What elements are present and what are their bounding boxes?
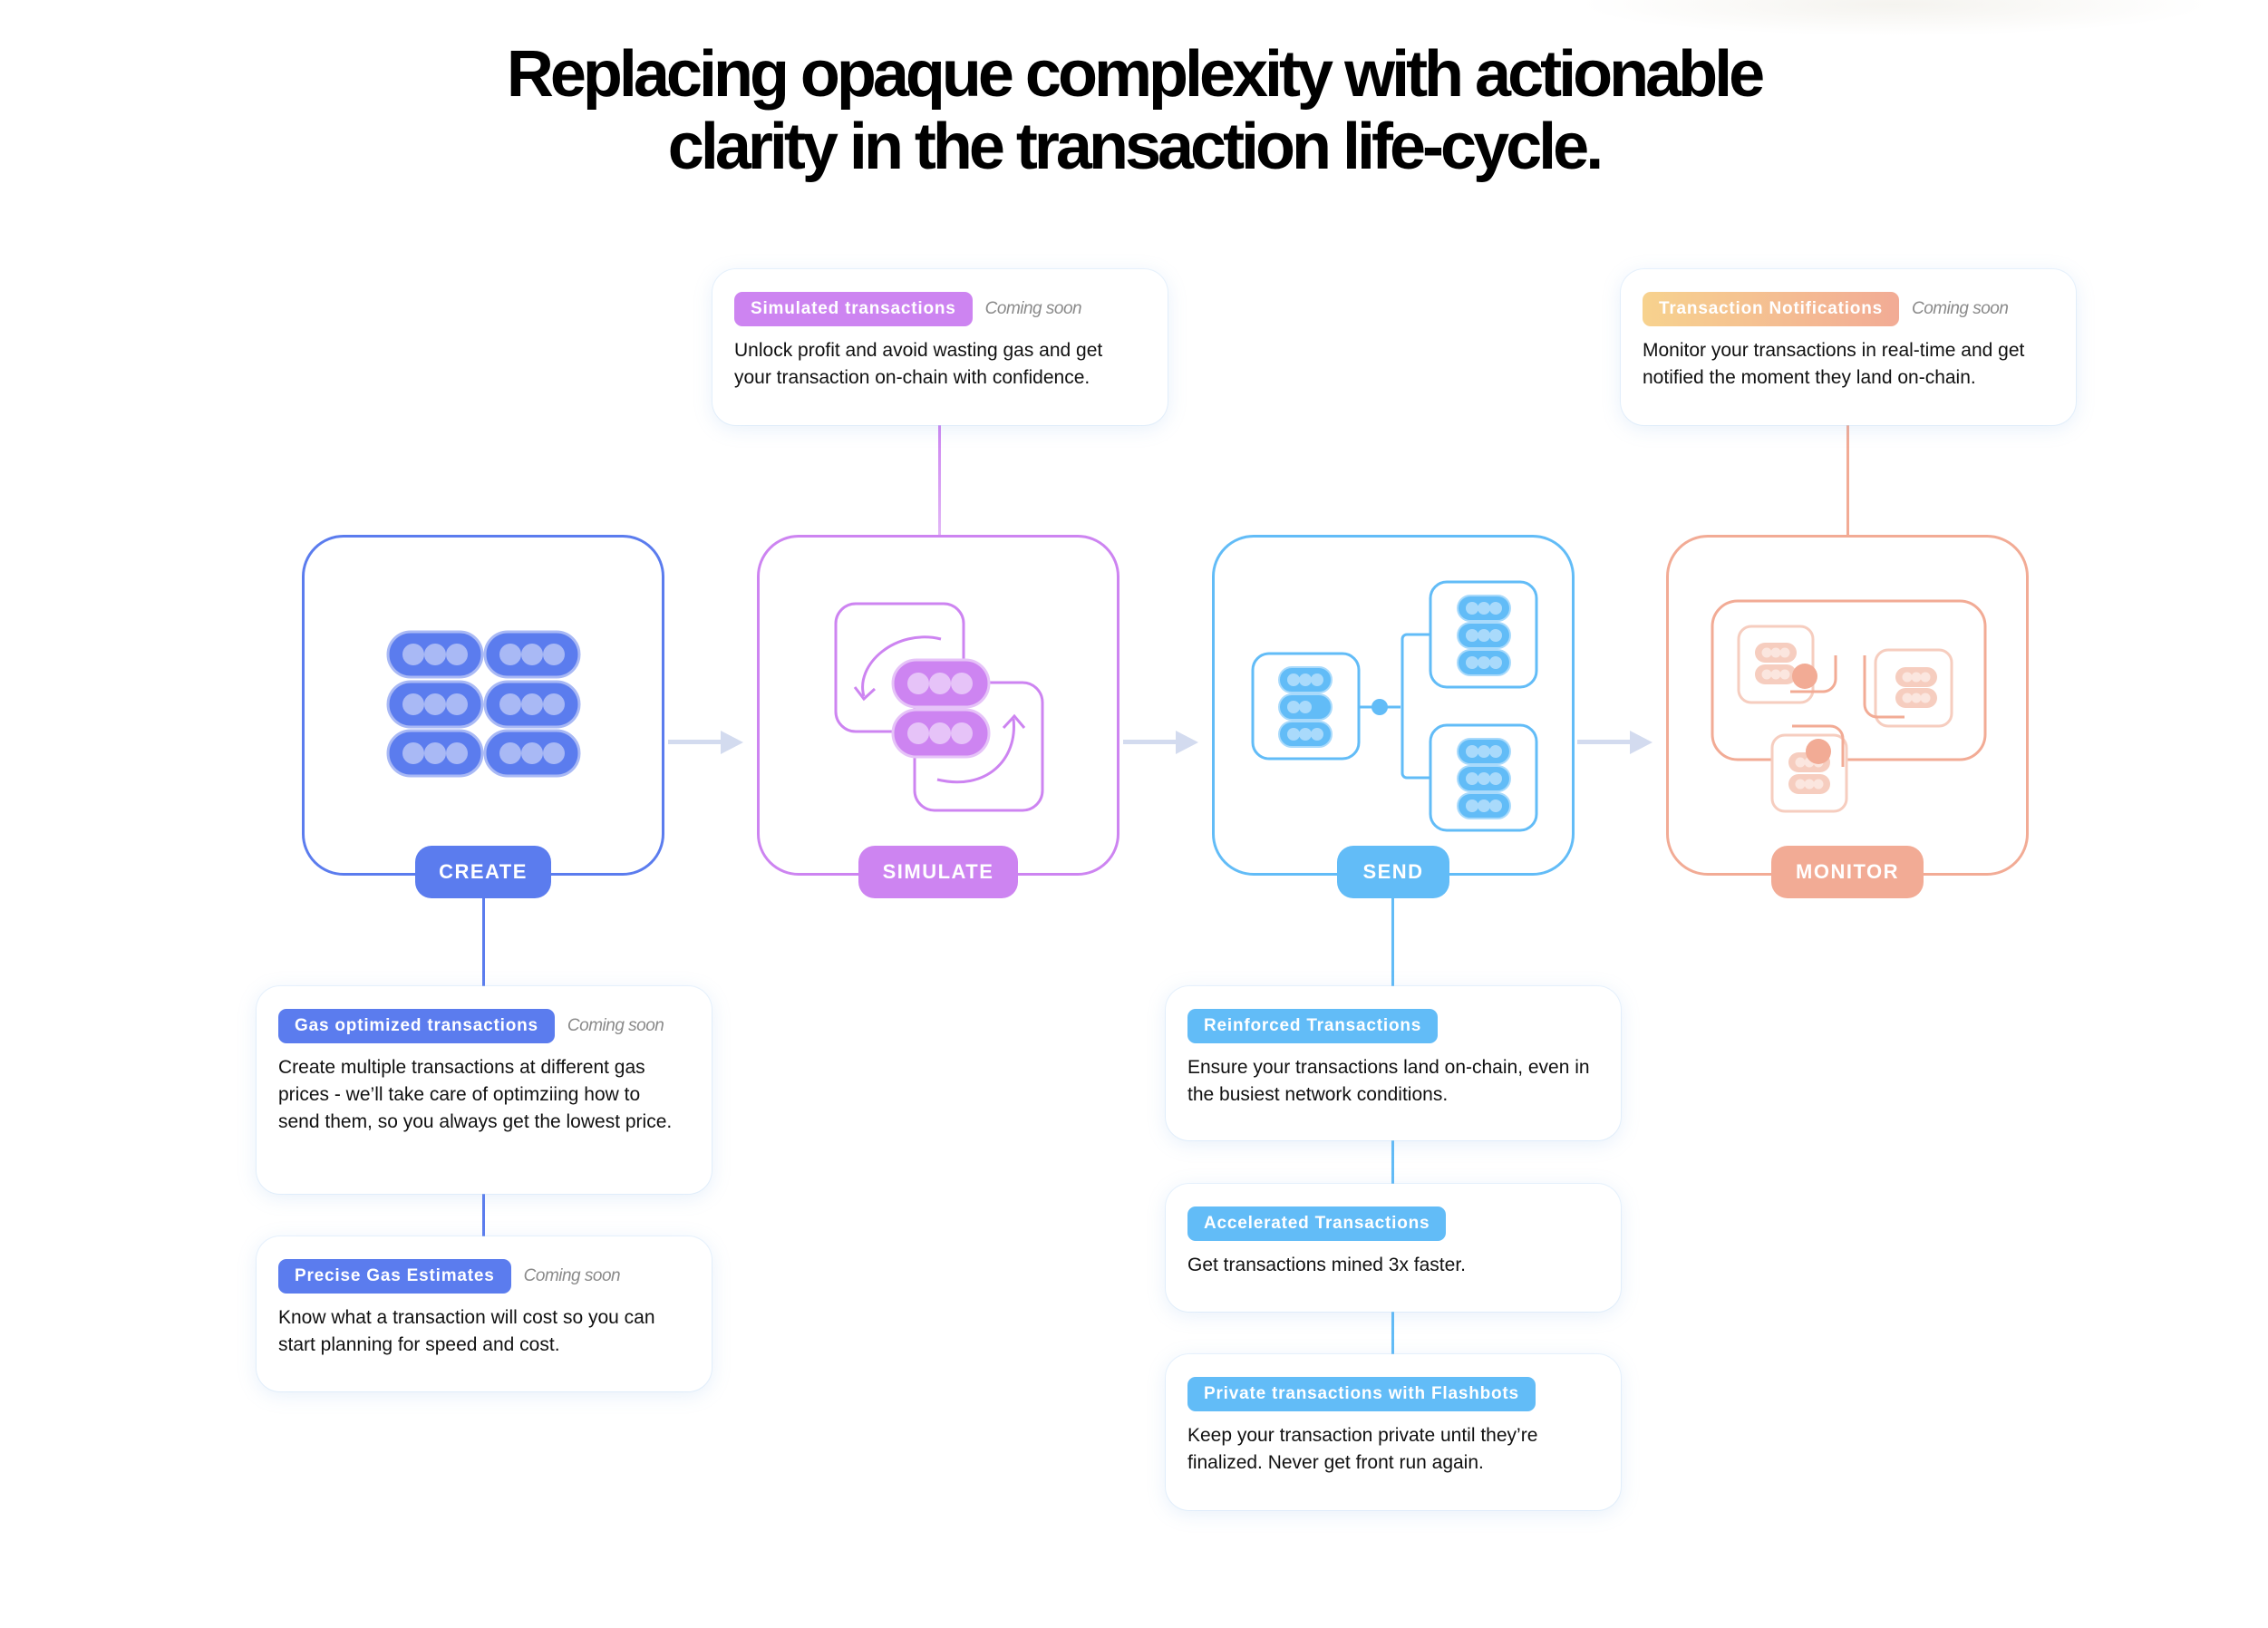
status-label: Coming soon [567, 1016, 664, 1035]
transaction-stack-icon [386, 630, 581, 778]
feature-tag: Reinforced Transactions [1187, 1009, 1439, 1043]
arrow-create-to-simulate [668, 731, 743, 754]
status-label: Coming soon [1911, 299, 2009, 318]
feature-description: Unlock profit and avoid wasting gas and … [734, 340, 1103, 388]
stage-badge-simulate[interactable]: SIMULATE [858, 846, 1018, 898]
status-label: Coming soon [984, 299, 1082, 318]
feature-tag: Precise Gas Estimates [278, 1259, 511, 1294]
feature-card-gas-optimized: Gas optimized transactions Coming soon C… [257, 986, 712, 1194]
connector-send-bottom [1391, 896, 1394, 986]
feature-card-gas-estimates: Precise Gas Estimates Coming soon Know w… [257, 1236, 712, 1391]
stage-send[interactable]: SEND [1212, 535, 1575, 898]
connector-create-cards [482, 1193, 485, 1236]
feature-description: Know what a transaction will cost so you… [278, 1307, 655, 1355]
send-network-icon [1251, 580, 1538, 832]
title-line-1: Replacing opaque complexity with actiona… [506, 38, 1765, 111]
feature-card-notifications: Transaction Notifications Coming soon Mo… [1621, 269, 2076, 425]
stage-badge-monitor[interactable]: MONITOR [1771, 846, 1924, 898]
feature-card-accelerated: Accelerated Transactions Get transaction… [1166, 1184, 1621, 1312]
feature-card-reinforced: Reinforced Transactions Ensure your tran… [1166, 986, 1621, 1140]
stage-badge-create[interactable]: CREATE [415, 846, 551, 898]
monitor-blocks-icon [1711, 599, 1987, 813]
feature-description: Keep your transaction private until they… [1187, 1425, 1538, 1473]
feature-description: Get transactions mined 3x faster. [1187, 1255, 1466, 1275]
connector-monitor-top [1846, 424, 1849, 537]
arrow-send-to-monitor [1577, 731, 1653, 754]
feature-card-private: Private transactions with Flashbots Keep… [1166, 1354, 1621, 1510]
connector-send-cards-1 [1391, 1140, 1394, 1184]
feature-tag: Simulated transactions [734, 292, 973, 326]
feature-tag: Gas optimized transactions [278, 1009, 555, 1043]
feature-description: Create multiple transactions at differen… [278, 1057, 673, 1132]
feature-description: Monitor your transactions in real-time a… [1643, 340, 2025, 388]
title-line-2: clarity in the transaction life-cycle. [667, 111, 1604, 183]
feature-card-simulated: Simulated transactions Coming soon Unloc… [712, 269, 1168, 425]
stage-badge-send[interactable]: SEND [1337, 846, 1449, 898]
connector-create-bottom [482, 896, 485, 986]
stage-monitor[interactable]: MONITOR [1666, 535, 2029, 898]
feature-tag: Transaction Notifications [1643, 292, 1899, 326]
background-decoration [1577, 0, 2212, 36]
connector-send-cards-2 [1391, 1312, 1394, 1355]
connector-simulate-top [938, 424, 941, 537]
feature-description: Ensure your transactions land on-chain, … [1187, 1057, 1590, 1105]
feature-tag: Accelerated Transactions [1187, 1206, 1447, 1241]
page-title: Replacing opaque complexity with actiona… [0, 38, 2268, 183]
arrow-simulate-to-send [1123, 731, 1198, 754]
feature-tag: Private transactions with Flashbots [1187, 1377, 1536, 1411]
status-label: Coming soon [523, 1266, 621, 1285]
stage-simulate[interactable]: SIMULATE [757, 535, 1119, 898]
stage-create[interactable]: CREATE [302, 535, 664, 898]
simulate-cycle-icon [834, 602, 1044, 812]
